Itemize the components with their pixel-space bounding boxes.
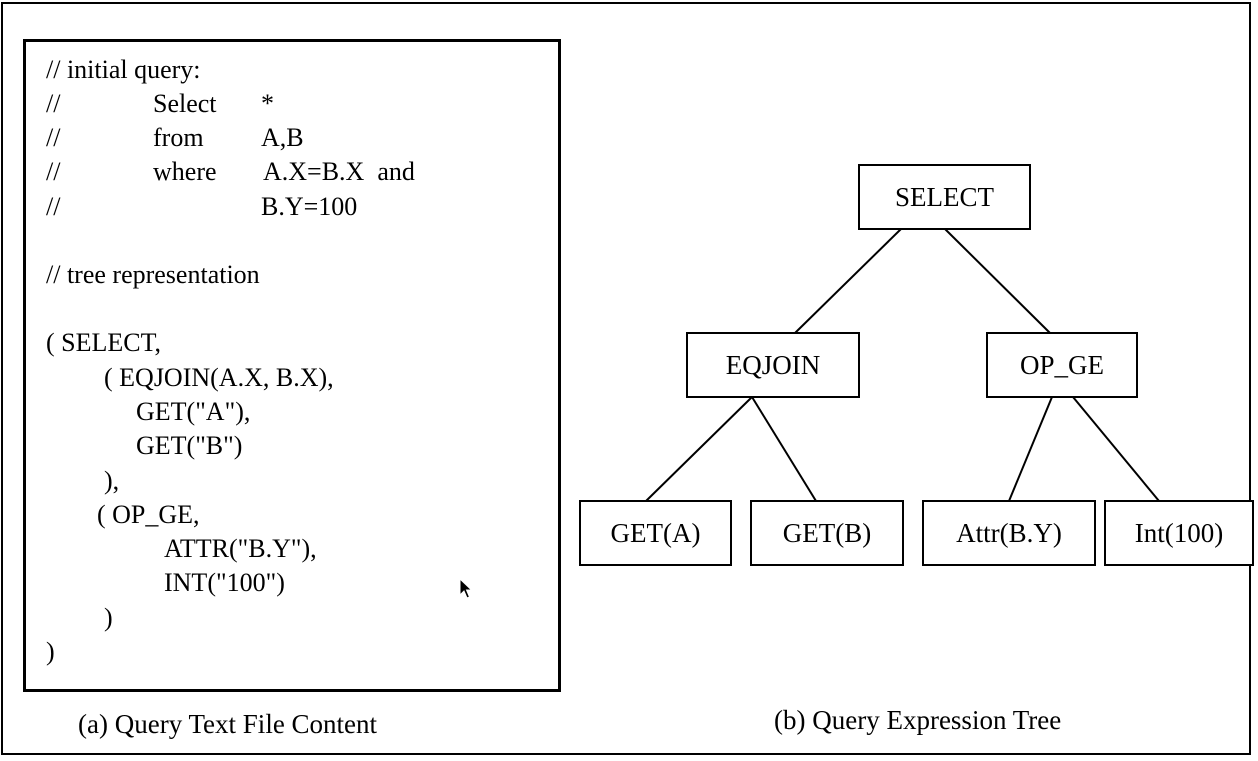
caption-b: (b) Query Expression Tree xyxy=(774,705,1062,735)
query-text-panel xyxy=(23,39,561,692)
code-line: from xyxy=(153,123,204,152)
edge-select-op_ge xyxy=(944,228,1051,334)
code-line: // tree representation xyxy=(46,260,260,289)
node-select: SELECT xyxy=(858,164,1031,230)
code-line: ( OP_GE, xyxy=(97,500,200,529)
code-line: where xyxy=(153,157,217,186)
mouse-pointer-icon xyxy=(459,578,473,599)
code-line: ( EQJOIN(A.X, B.X), xyxy=(104,363,334,392)
node-get-b: GET(B) xyxy=(750,500,904,566)
code-line: // initial query: xyxy=(46,55,201,84)
edge-eqjoin-get_a xyxy=(645,396,753,502)
code-line: ), xyxy=(104,466,120,495)
code-line: * xyxy=(261,89,274,118)
code-line: ) xyxy=(104,603,113,632)
code-line: GET("A"), xyxy=(136,397,251,426)
edge-op_ge-attr_by xyxy=(1008,396,1053,502)
code-line: B.Y=100 xyxy=(261,192,358,221)
code-line: A.X=B.X and xyxy=(263,157,415,186)
code-line: INT("100") xyxy=(164,568,285,597)
code-line: // xyxy=(46,192,61,221)
node-eqjoin: EQJOIN xyxy=(686,332,860,398)
code-line: Select xyxy=(153,89,217,118)
edge-eqjoin-get_b xyxy=(751,396,817,502)
node-attr-by: Attr(B.Y) xyxy=(922,500,1096,566)
code-line: GET("B") xyxy=(136,431,243,460)
node-int-100: Int(100) xyxy=(1104,500,1254,566)
node-op-ge: OP_GE xyxy=(986,332,1138,398)
code-line: // xyxy=(46,157,61,186)
code-line: // xyxy=(46,123,61,152)
edge-select-eqjoin xyxy=(794,228,902,334)
edge-op_ge-int_100 xyxy=(1072,396,1160,502)
code-line: A,B xyxy=(261,123,304,152)
node-get-a: GET(A) xyxy=(579,500,732,566)
code-line: ) xyxy=(46,637,55,666)
code-line: // xyxy=(46,89,61,118)
caption-a: (a) Query Text File Content xyxy=(78,709,378,739)
code-line: ( SELECT, xyxy=(46,328,162,357)
code-line: ATTR("B.Y"), xyxy=(164,534,317,563)
